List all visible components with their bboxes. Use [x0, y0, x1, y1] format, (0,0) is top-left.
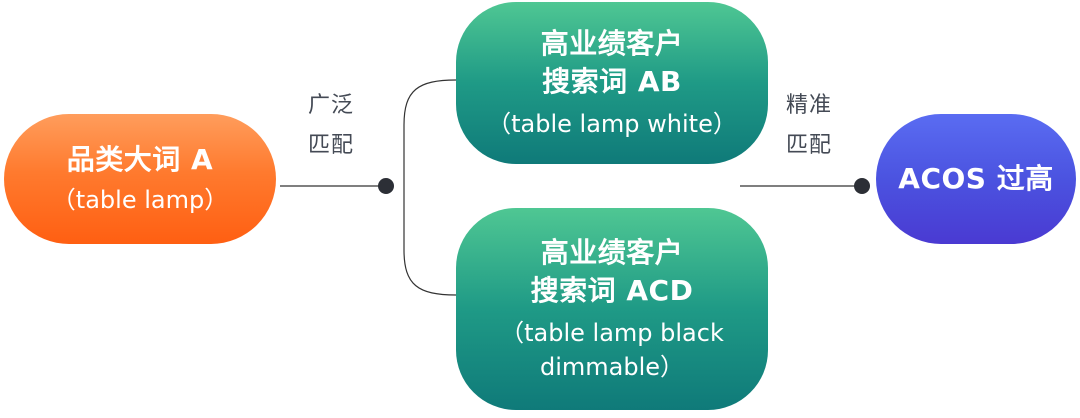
- broad-match-label-line1: 广泛: [307, 93, 354, 118]
- search-term-ab-title-line1: 高业绩客户: [540, 27, 684, 60]
- search-term-ab-title-line2: 搜索词 AB: [542, 65, 682, 98]
- search-term-ab-node: 高业绩客户 搜索词 AB （table lamp white）: [456, 2, 768, 164]
- category-term-title: 品类大词 A: [66, 143, 214, 176]
- category-term-node: 品类大词 A （table lamp）: [4, 114, 276, 244]
- exact-match-label: 精准 匹配: [776, 86, 842, 166]
- search-term-ab-subtitle: （table lamp white）: [487, 110, 737, 138]
- broad-match-label: 广泛 匹配: [298, 86, 364, 166]
- broad-match-label-line2: 匹配: [307, 133, 354, 158]
- search-term-acd-title-line2: 搜索词 ACD: [530, 274, 694, 307]
- search-term-acd-title-line1: 高业绩客户: [540, 236, 684, 269]
- acos-node: ACOS 过高: [876, 114, 1076, 244]
- exact-match-label-line2: 匹配: [785, 133, 832, 158]
- acos-title: ACOS 过高: [898, 162, 1054, 195]
- search-term-acd-subtitle-line2: dimmable）: [539, 353, 685, 381]
- search-term-acd-node: 高业绩客户 搜索词 ACD （table lamp black dimmable…: [456, 208, 768, 410]
- search-term-acd-subtitle-line1: （table lamp black: [500, 319, 724, 347]
- broad-match-dot: [378, 178, 394, 194]
- branch-curve-to-ab: [403, 79, 457, 186]
- exact-match-label-line1: 精准: [785, 93, 832, 118]
- category-term-subtitle: （table lamp）: [51, 186, 229, 214]
- branch-curve-to-acd: [403, 186, 457, 296]
- exact-match-dot: [854, 178, 870, 194]
